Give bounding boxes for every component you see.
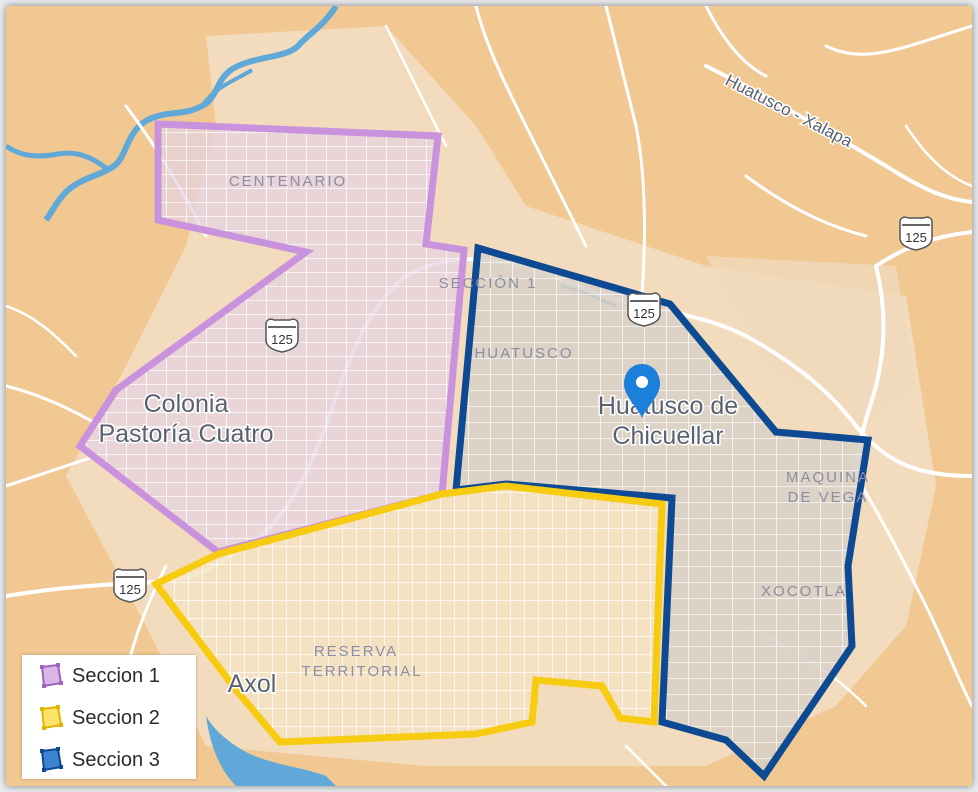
route-shield-icon: 125 [265, 318, 299, 353]
legend-label: Seccion 3 [72, 748, 160, 771]
polygon-icon [40, 705, 63, 730]
route-shield-text: 125 [119, 582, 141, 597]
route-shield-text: 125 [905, 230, 927, 245]
map-legend: Seccion 1 Seccion 2 Seccion 3 [22, 655, 196, 779]
label-reserva-2: TERRITORIAL [302, 663, 423, 680]
label-huatusco-1: Huatusco de [598, 392, 738, 420]
legend-label: Seccion 1 [72, 664, 160, 687]
river [43, 6, 339, 222]
label-maquina-2: DE VEGA [788, 489, 869, 506]
lake [206, 716, 336, 786]
map-canvas[interactable]: 125 125 125 125 CENTENARIO SECCIÓN 1 HUA… [6, 6, 972, 786]
map-frame: 125 125 125 125 CENTENARIO SECCIÓN 1 HUA… [6, 6, 972, 786]
label-huatusco-small: HUATUSCO [474, 345, 573, 362]
label-seccion-1: SECCIÓN 1 [439, 275, 538, 292]
label-axol: Axol [228, 670, 277, 698]
polygon-icon [40, 747, 63, 772]
legend-label: Seccion 2 [72, 706, 160, 729]
legend-item-seccion-3[interactable]: Seccion 3 [38, 745, 160, 775]
route-shield-text: 125 [633, 306, 655, 321]
river-branch [6, 143, 108, 171]
seccion-3-streets [456, 248, 868, 776]
location-pin-icon[interactable] [624, 364, 660, 418]
label-huatusco-2: Chicuellar [612, 422, 723, 450]
urban-area-east [706, 256, 916, 426]
route-shield-icon: 125 [627, 292, 661, 327]
polygon-icon [40, 663, 63, 688]
label-colonia-1: Colonia [144, 390, 229, 418]
route-shield-icon: 125 [113, 568, 147, 603]
river-branch-2 [200, 68, 254, 108]
route-shield-icon: 125 [899, 216, 933, 251]
seccion-2-boundary[interactable] [150, 482, 666, 746]
legend-item-seccion-2[interactable]: Seccion 2 [38, 703, 160, 733]
label-maquina-1: MAQUINA [786, 469, 870, 486]
route-shield-text: 125 [271, 332, 293, 347]
label-colonia-2: Pastoría Cuatro [98, 420, 273, 448]
label-xocotla: XOCOTLA [761, 583, 847, 600]
legend-item-seccion-1[interactable]: Seccion 1 [38, 661, 160, 691]
label-reserva-1: RESERVA [314, 643, 398, 660]
label-centenario: CENTENARIO [229, 173, 347, 190]
